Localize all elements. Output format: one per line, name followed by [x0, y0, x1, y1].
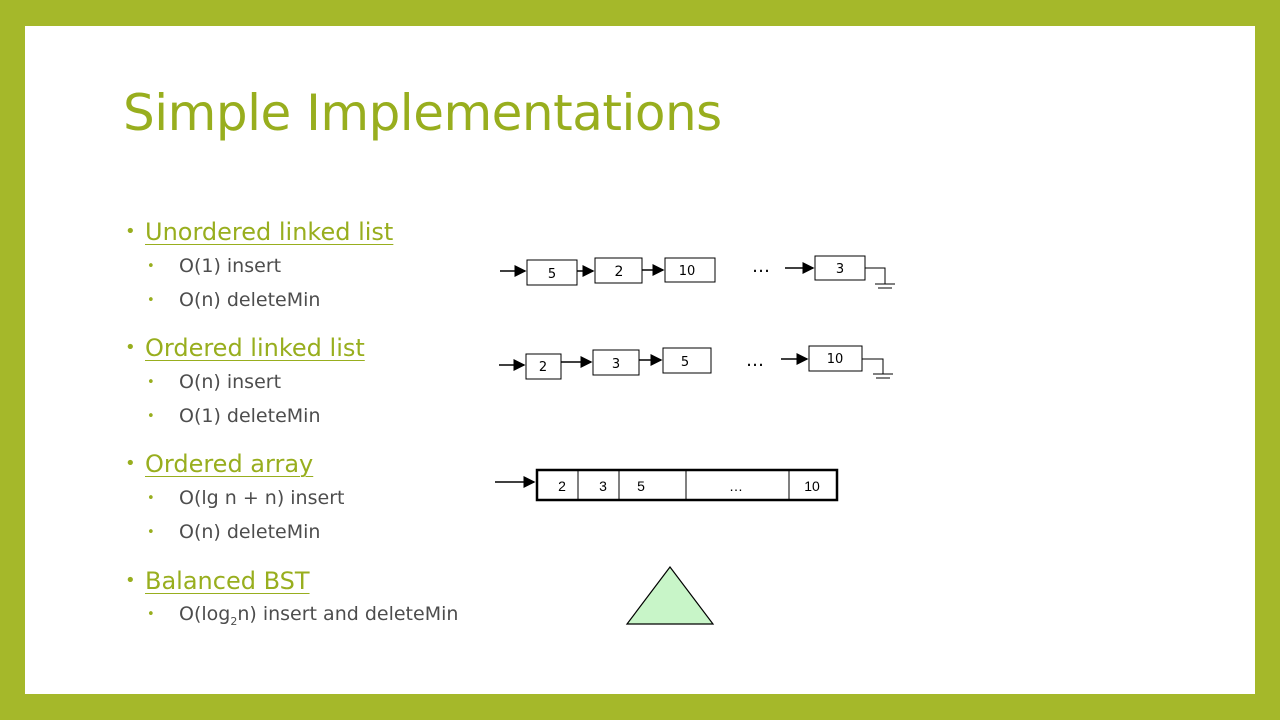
link-ordered-linked-list[interactable]: Ordered linked list — [145, 334, 365, 362]
sub-bullet-dot: • — [147, 409, 155, 424]
bullet-dot: • — [125, 453, 136, 474]
slide-title: Simple Implementations — [123, 84, 722, 142]
bst-text-subscript: 2 — [230, 614, 238, 628]
list-node-value: 10 — [679, 264, 696, 279]
null-ground-icon — [865, 267, 895, 289]
sub-bullet: • O(log2n) insert and deleteMin — [147, 603, 459, 628]
bullet-ordered-array: • Ordered array — [125, 450, 314, 478]
list-node — [664, 257, 716, 283]
bullet-balanced-bst: • Balanced BST — [125, 567, 310, 595]
list-node-value: 10 — [827, 352, 844, 367]
bst-text-prefix: O(log — [179, 603, 231, 625]
list-node-value: 3 — [836, 262, 844, 277]
list-node — [662, 347, 712, 374]
ordered-linked-list-diagram: 2 3 5 … 10 — [499, 345, 893, 380]
bst-triangle-icon — [625, 566, 715, 625]
ordered-array-diagram: 2 3 5 … 10 — [495, 468, 839, 502]
array-cell: 5 — [637, 478, 645, 494]
diagrams-canvas: 5 2 10 … 3 2 3 5 … 10 — [495, 255, 895, 625]
unordered-linked-list-diagram: 5 2 10 … 3 — [500, 255, 895, 289]
list-node — [525, 353, 562, 380]
sub-bullet-dot: • — [147, 607, 155, 622]
bullet-dot: • — [125, 221, 136, 242]
sub-bullet-text: O(n) deleteMin — [179, 521, 321, 543]
list-node — [526, 259, 578, 286]
sub-bullet-text: O(lg n + n) insert — [179, 487, 345, 509]
list-node — [592, 349, 640, 376]
list-node-value: 2 — [539, 360, 547, 375]
link-balanced-bst[interactable]: Balanced BST — [145, 567, 310, 595]
sub-bullet-dot: • — [147, 259, 155, 274]
link-unordered-linked-list[interactable]: Unordered linked list — [145, 218, 394, 246]
sub-bullet-dot: • — [147, 525, 155, 540]
sub-bullet: • O(1) deleteMin — [147, 405, 321, 427]
bullet-dot: • — [125, 570, 136, 591]
link-ordered-array[interactable]: Ordered array — [145, 450, 314, 478]
sub-bullet: • O(n) deleteMin — [147, 289, 321, 311]
sub-bullet-dot: • — [147, 375, 155, 390]
list-node-value: 2 — [615, 264, 624, 280]
sub-bullet-text: O(1) insert — [179, 255, 282, 277]
sub-bullet: • O(lg n + n) insert — [147, 487, 345, 509]
bst-text-suffix: n) insert and deleteMin — [237, 603, 459, 625]
bullet-ordered-linked-list: • Ordered linked list — [125, 334, 365, 362]
sub-bullet-dot: • — [147, 293, 155, 308]
sub-bullet: • O(n) insert — [147, 371, 282, 393]
sub-bullet: • O(n) deleteMin — [147, 521, 321, 543]
list-node — [814, 255, 866, 281]
list-node — [808, 345, 863, 372]
sub-bullet-text: O(n) deleteMin — [179, 289, 321, 311]
list-ellipsis: … — [752, 256, 770, 277]
list-node-value: 3 — [612, 357, 620, 372]
bullet-list: • Unordered linked list • O(1) insert • … — [125, 26, 615, 694]
sub-bullet-text: O(log2n) insert and deleteMin — [179, 603, 459, 628]
null-ground-icon — [862, 358, 893, 379]
list-ellipsis: … — [746, 350, 764, 371]
bullet-dot: • — [125, 337, 136, 358]
array-cell: 2 — [558, 478, 566, 494]
slide: Simple Implementations • Unordered linke… — [25, 26, 1255, 694]
sub-bullet-text: O(n) insert — [179, 371, 282, 393]
sub-bullet-text: O(1) deleteMin — [179, 405, 321, 427]
bullet-unordered-linked-list: • Unordered linked list — [125, 218, 394, 246]
array-cell: … — [729, 478, 743, 494]
array-cell: 3 — [599, 478, 607, 494]
list-node-value: 5 — [681, 355, 689, 370]
array-cell: 10 — [804, 478, 820, 494]
list-node-value: 5 — [548, 267, 556, 282]
sub-bullet: • O(1) insert — [147, 255, 282, 277]
sub-bullet-dot: • — [147, 491, 155, 506]
array-box — [535, 468, 839, 502]
